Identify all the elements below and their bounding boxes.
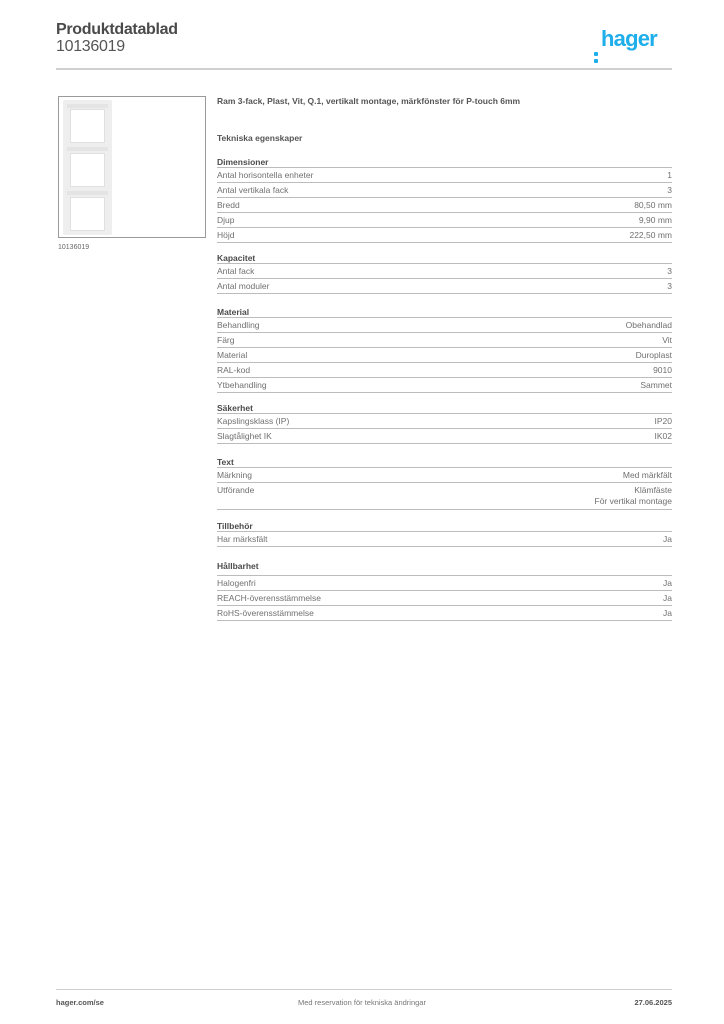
- header-divider: [56, 68, 672, 70]
- section-title: Text: [217, 456, 672, 468]
- footer-website-link[interactable]: hager.com/se: [56, 998, 104, 1007]
- product-description: Ram 3-fack, Plast, Vit, Q.1, vertikalt m…: [217, 96, 521, 106]
- section-title: Säkerhet: [217, 402, 672, 414]
- section-sakerhet: Säkerhet Kapslingsklass (IP)IP20 Slagtål…: [217, 402, 672, 444]
- section-title: Hållbarhet: [217, 560, 672, 576]
- footer-disclaimer: Med reservation för tekniska ändringar: [298, 998, 426, 1007]
- footer-date: 27.06.2025: [634, 998, 672, 1007]
- table-row: Kapslingsklass (IP)IP20: [217, 414, 672, 429]
- image-caption: 10136019: [58, 244, 90, 251]
- tech-properties-heading: Tekniska egenskaper: [217, 133, 303, 143]
- product-number: 10136019: [56, 38, 125, 55]
- section-title: Kapacitet: [217, 252, 672, 264]
- section-title: Tillbehör: [217, 520, 672, 532]
- frame-3-gang-icon: [63, 100, 112, 235]
- section-title: Dimensioner: [217, 156, 672, 168]
- hager-logo: hager: [594, 28, 658, 63]
- footer-divider: [56, 989, 672, 990]
- section-title: Material: [217, 306, 672, 318]
- page-title: Produktdatablad: [56, 21, 178, 38]
- product-image: [58, 96, 206, 238]
